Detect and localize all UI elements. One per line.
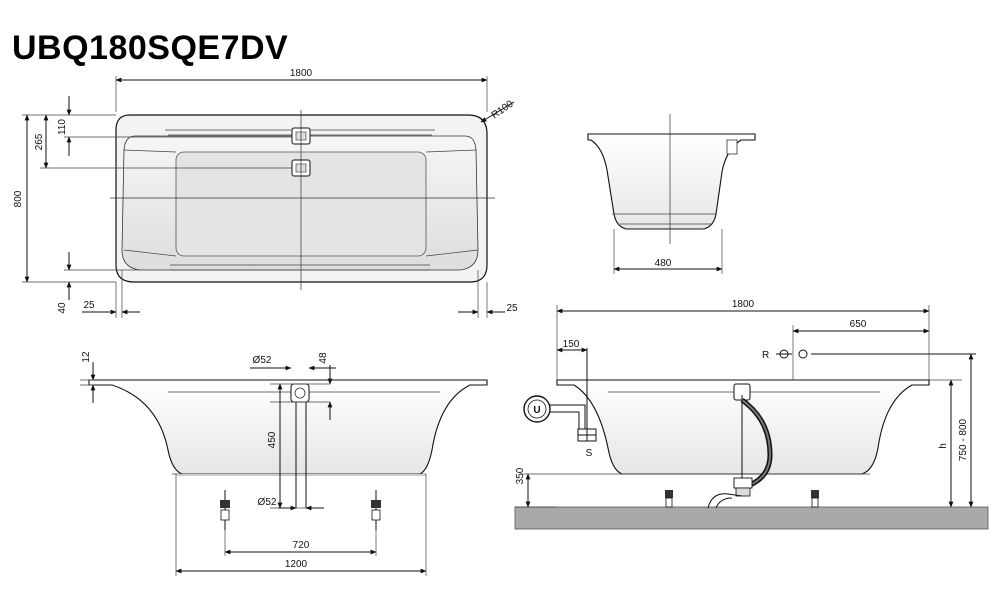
dim-side-right-750-800: 750 - 800	[958, 418, 969, 461]
dim-side-left-12: 12	[81, 351, 92, 363]
dim-top-width: 800	[13, 190, 24, 207]
dim-top-length: 1800	[290, 68, 313, 79]
dim-side-right-1800: 1800	[732, 299, 755, 310]
label-r: R	[762, 350, 769, 361]
side-view-right-foot-right	[811, 490, 819, 508]
side-view-right: U S R 1800 650 150 350 h	[514, 299, 989, 530]
top-view: 1800 800 265 110 40 25 25 R100	[13, 68, 518, 318]
dim-top-radius: R100	[490, 98, 516, 121]
label-h: h	[938, 443, 949, 449]
fittings-r: R	[762, 349, 976, 361]
dim-top-40: 40	[57, 302, 68, 314]
dim-top-25-right: 25	[506, 303, 518, 314]
dim-side-left-dia52-bottom: Ø52	[258, 497, 277, 508]
dim-side-right-150: 150	[563, 339, 580, 350]
model-title: UBQ180SQE7DV	[12, 29, 289, 67]
dim-top-265: 265	[34, 133, 45, 150]
dim-side-left-450: 450	[267, 431, 278, 448]
label-s: S	[586, 448, 593, 459]
dim-side-left-720: 720	[293, 540, 310, 551]
side-view-right-foot-left	[665, 490, 673, 508]
dim-side-right-650: 650	[850, 319, 867, 330]
side-view-left-foot-right	[371, 490, 381, 530]
dim-top-110: 110	[57, 119, 68, 135]
floor-slab	[514, 506, 989, 530]
side-view-left-overflow	[290, 383, 310, 403]
dim-side-right-350: 350	[515, 467, 526, 484]
dim-side-left-1200: 1200	[285, 559, 308, 570]
dim-end-480: 480	[655, 258, 672, 269]
dim-side-left-48: 48	[318, 352, 329, 364]
water-supply: U S	[523, 348, 597, 459]
side-view-left: 12 Ø52 48 450 Ø52 720 1200	[80, 351, 488, 576]
end-view: 480	[587, 114, 756, 274]
dim-side-left-dia52-top: Ø52	[253, 355, 272, 366]
side-view-left-foot-left	[220, 490, 230, 530]
dim-top-25-left: 25	[83, 300, 95, 311]
side-view-left-tub	[88, 379, 488, 475]
label-u: U	[533, 405, 540, 416]
